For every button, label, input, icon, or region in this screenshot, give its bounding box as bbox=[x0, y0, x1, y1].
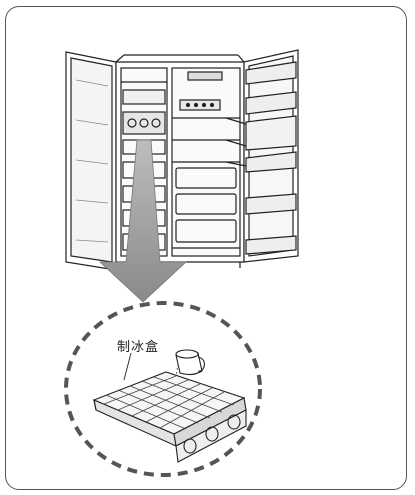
label-leader-line bbox=[124, 353, 131, 380]
refrigerator-icon bbox=[66, 50, 298, 270]
ice-maker-label: 制冰盒 bbox=[117, 336, 159, 355]
ice-tray-icon bbox=[94, 372, 246, 462]
